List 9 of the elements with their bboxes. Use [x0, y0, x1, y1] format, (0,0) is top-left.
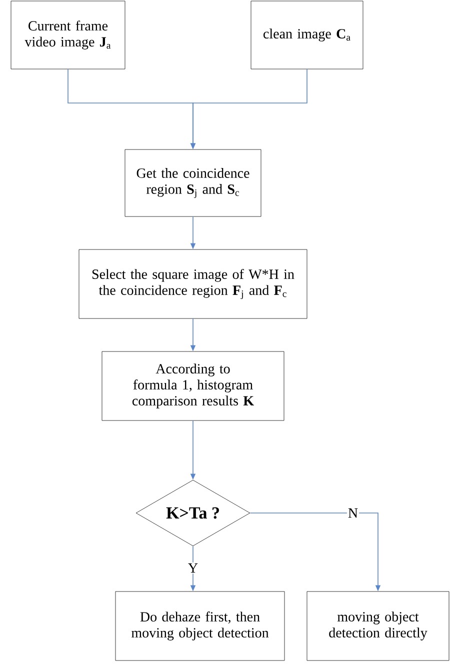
process-box: clean image C$_{a}$ — [250, 0, 364, 70]
process-box: moving object detection directly — [306, 591, 450, 661]
process-box: According to formula 1, histogram comparison results K — [102, 351, 284, 421]
process-box: Current frame video image J$_{a}$ — [10, 0, 126, 70]
edge-label: Y — [186, 562, 200, 574]
process-box: Select the square image of W*H in the coincidence region F$_{j}$ and F$_{c}$ — [78, 249, 308, 319]
edge-label: N — [346, 507, 360, 519]
process-box: Do dehaze first, then moving object detection — [115, 591, 285, 661]
process-box: Get the coincidence region S$_{j}$ and S$_{c}$ — [124, 149, 262, 217]
